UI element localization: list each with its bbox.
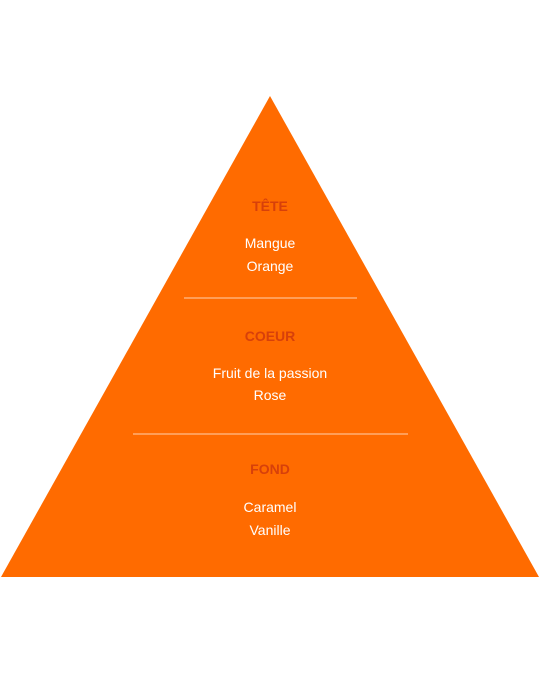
tier-title-tete: TÊTE	[252, 197, 288, 214]
pyramid-triangle	[1, 96, 539, 577]
note-orange: Orange	[247, 258, 294, 274]
note-mangue: Mangue	[245, 235, 296, 251]
tier-title-fond: FOND	[250, 461, 290, 477]
tier-title-coeur: COEUR	[245, 328, 296, 344]
note-caramel: Caramel	[244, 499, 297, 515]
note-vanille: Vanille	[250, 522, 291, 538]
note-fruit-de-la-passion: Fruit de la passion	[213, 365, 327, 381]
note-rose: Rose	[254, 387, 287, 403]
